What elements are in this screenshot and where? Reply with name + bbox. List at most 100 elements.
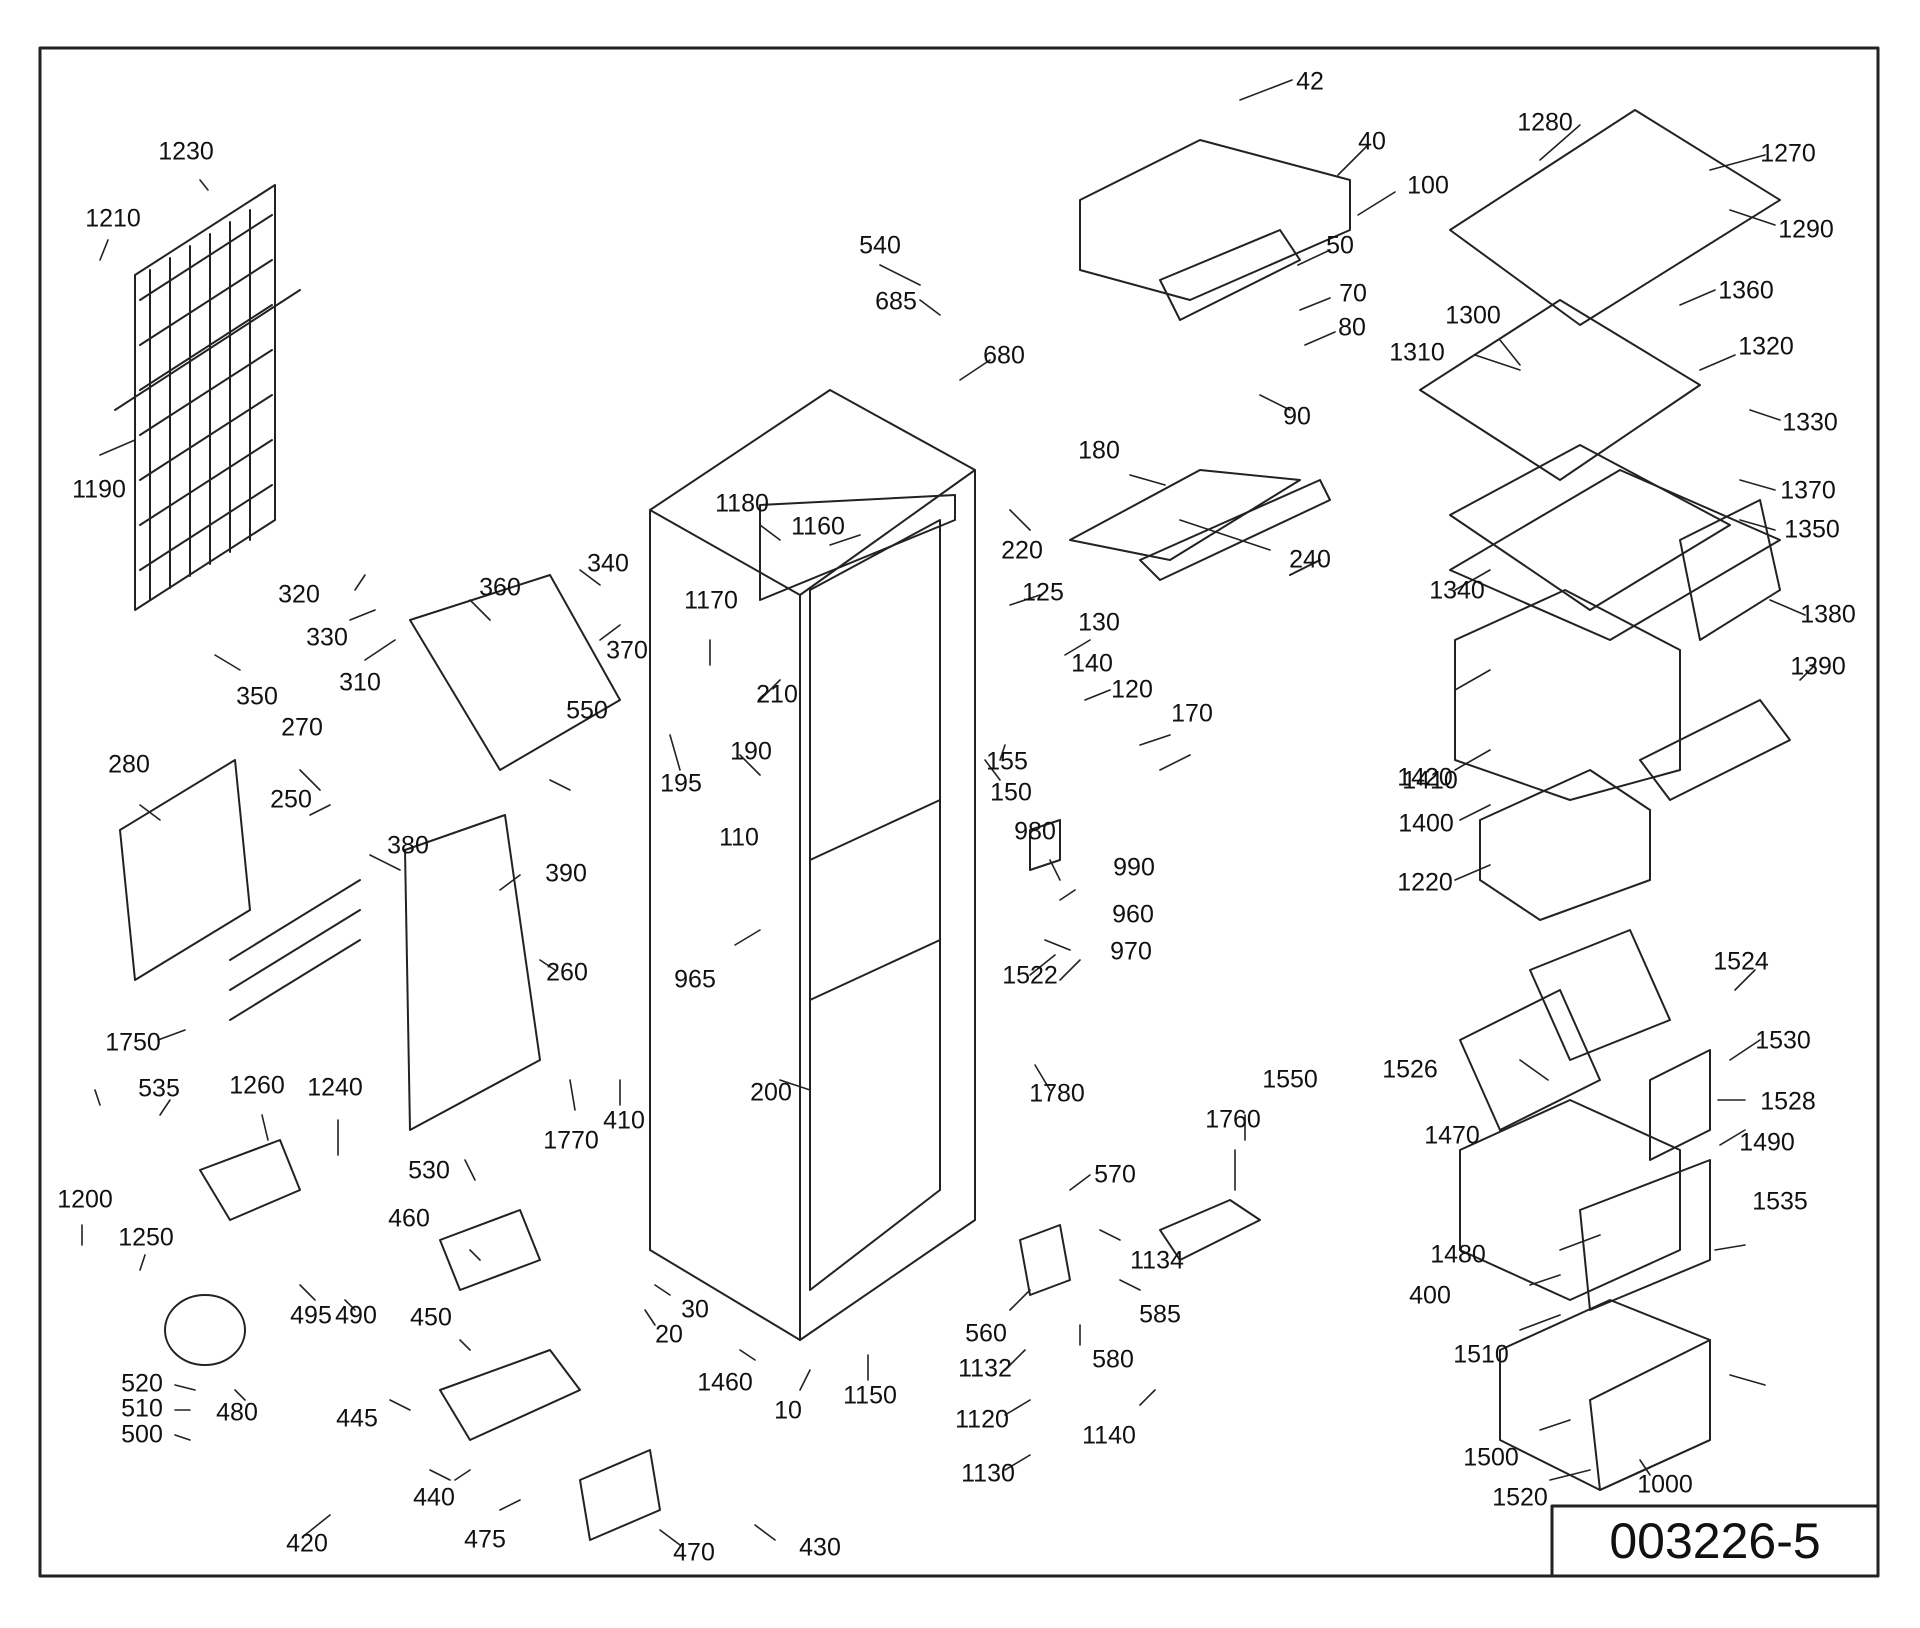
part-label: 1370 [1780,476,1836,505]
part-label: 450 [410,1303,452,1332]
part-label: 475 [464,1525,506,1554]
document-number: 003226-5 [1609,1513,1821,1569]
part-label: 1524 [1713,947,1769,976]
part-label: 1190 [72,475,126,504]
part-label: 535 [138,1074,180,1103]
part-label: 440 [413,1483,455,1512]
part-label: 140 [1071,649,1113,678]
part-label: 1535 [1752,1187,1808,1216]
part-label: 1220 [1397,868,1453,897]
part-label: 420 [286,1529,328,1558]
part-label: 90 [1283,402,1311,431]
part-label: 330 [306,623,348,652]
top-module-drawing [1069,139,1351,581]
part-label: 1134 [1130,1246,1184,1275]
shelves-drawing [1419,109,1791,921]
part-label: 1160 [791,512,845,541]
part-label: 470 [673,1538,715,1567]
part-label: 210 [756,680,798,709]
part-label: 1400 [1398,809,1454,838]
part-label: 495 [290,1301,332,1330]
part-label: 1530 [1755,1026,1811,1055]
part-label: 1780 [1029,1079,1085,1108]
part-label: 490 [335,1301,377,1330]
condenser-drawing [114,184,301,611]
part-label: 560 [965,1319,1007,1348]
part-label: 685 [875,287,917,316]
part-label: 1510 [1453,1340,1509,1369]
part-label: 50 [1326,231,1354,260]
part-label: 170 [1171,699,1213,728]
part-label: 1270 [1760,139,1816,168]
part-label: 1360 [1718,276,1774,305]
part-label: 1350 [1784,515,1840,544]
part-label: 1150 [843,1381,897,1410]
part-label: 390 [545,859,587,888]
part-label: 445 [336,1404,378,1433]
part-label: 540 [859,231,901,260]
part-label: 1320 [1738,332,1794,361]
part-label: 125 [1022,578,1064,607]
part-label: 1200 [57,1185,113,1214]
part-label: 1310 [1389,338,1445,367]
part-label: 80 [1338,313,1366,342]
part-label: 1460 [697,1368,753,1397]
part-label: 400 [1409,1281,1451,1310]
part-label: 1330 [1782,408,1838,437]
part-label: 1000 [1637,1470,1693,1499]
part-label: 480 [216,1398,258,1427]
part-label: 1520 [1492,1483,1548,1512]
part-label: 1340 [1429,576,1485,605]
part-label: 1300 [1445,301,1501,330]
part-label: 380 [387,831,429,860]
part-label: 500 [121,1420,163,1449]
part-label: 10 [774,1396,802,1425]
part-label: 580 [1092,1345,1134,1374]
part-label: 110 [719,823,759,852]
part-label: 150 [990,778,1032,807]
part-label: 270 [281,713,323,742]
part-label: 180 [1078,436,1120,465]
part-label: 980 [1014,817,1056,846]
part-label: 260 [546,958,588,987]
part-label: 410 [603,1106,645,1135]
part-label: 520 [121,1369,163,1398]
part-label: 1130 [961,1459,1015,1488]
part-label: 360 [479,573,521,602]
part-label: 42 [1296,67,1324,96]
part-label: 190 [730,737,772,766]
part-label: 1132 [958,1354,1012,1383]
part-label: 550 [566,696,608,725]
part-label: 430 [799,1533,841,1562]
part-label: 120 [1111,675,1153,704]
part-label: 1380 [1800,600,1856,629]
part-label: 220 [1001,536,1043,565]
part-label: 585 [1139,1300,1181,1329]
part-label: 100 [1407,171,1449,200]
part-label: 70 [1339,279,1367,308]
part-label: 1490 [1739,1128,1795,1157]
part-label: 970 [1110,937,1152,966]
part-label: 195 [660,769,702,798]
part-label: 1528 [1760,1087,1816,1116]
part-label: 1526 [1382,1055,1438,1084]
part-label: 1140 [1082,1421,1136,1450]
part-label: 460 [388,1204,430,1233]
cabinet-drawing [649,389,976,1341]
part-label: 1550 [1262,1065,1318,1094]
part-label: 1250 [118,1223,174,1252]
part-label: 340 [587,549,629,578]
part-label: 1170 [684,586,738,615]
part-label: 1390 [1790,652,1846,681]
part-label: 510 [121,1394,163,1423]
left-components-drawing [119,574,661,1541]
part-label: 570 [1094,1160,1136,1189]
part-label: 1750 [105,1028,161,1057]
part-label: 40 [1358,127,1386,156]
part-label: 1230 [158,137,214,166]
part-label: 20 [655,1320,683,1349]
part-label: 1280 [1517,108,1573,137]
leader-lines [81,79,1816,1546]
hardware-drawing [1019,559,1321,1296]
